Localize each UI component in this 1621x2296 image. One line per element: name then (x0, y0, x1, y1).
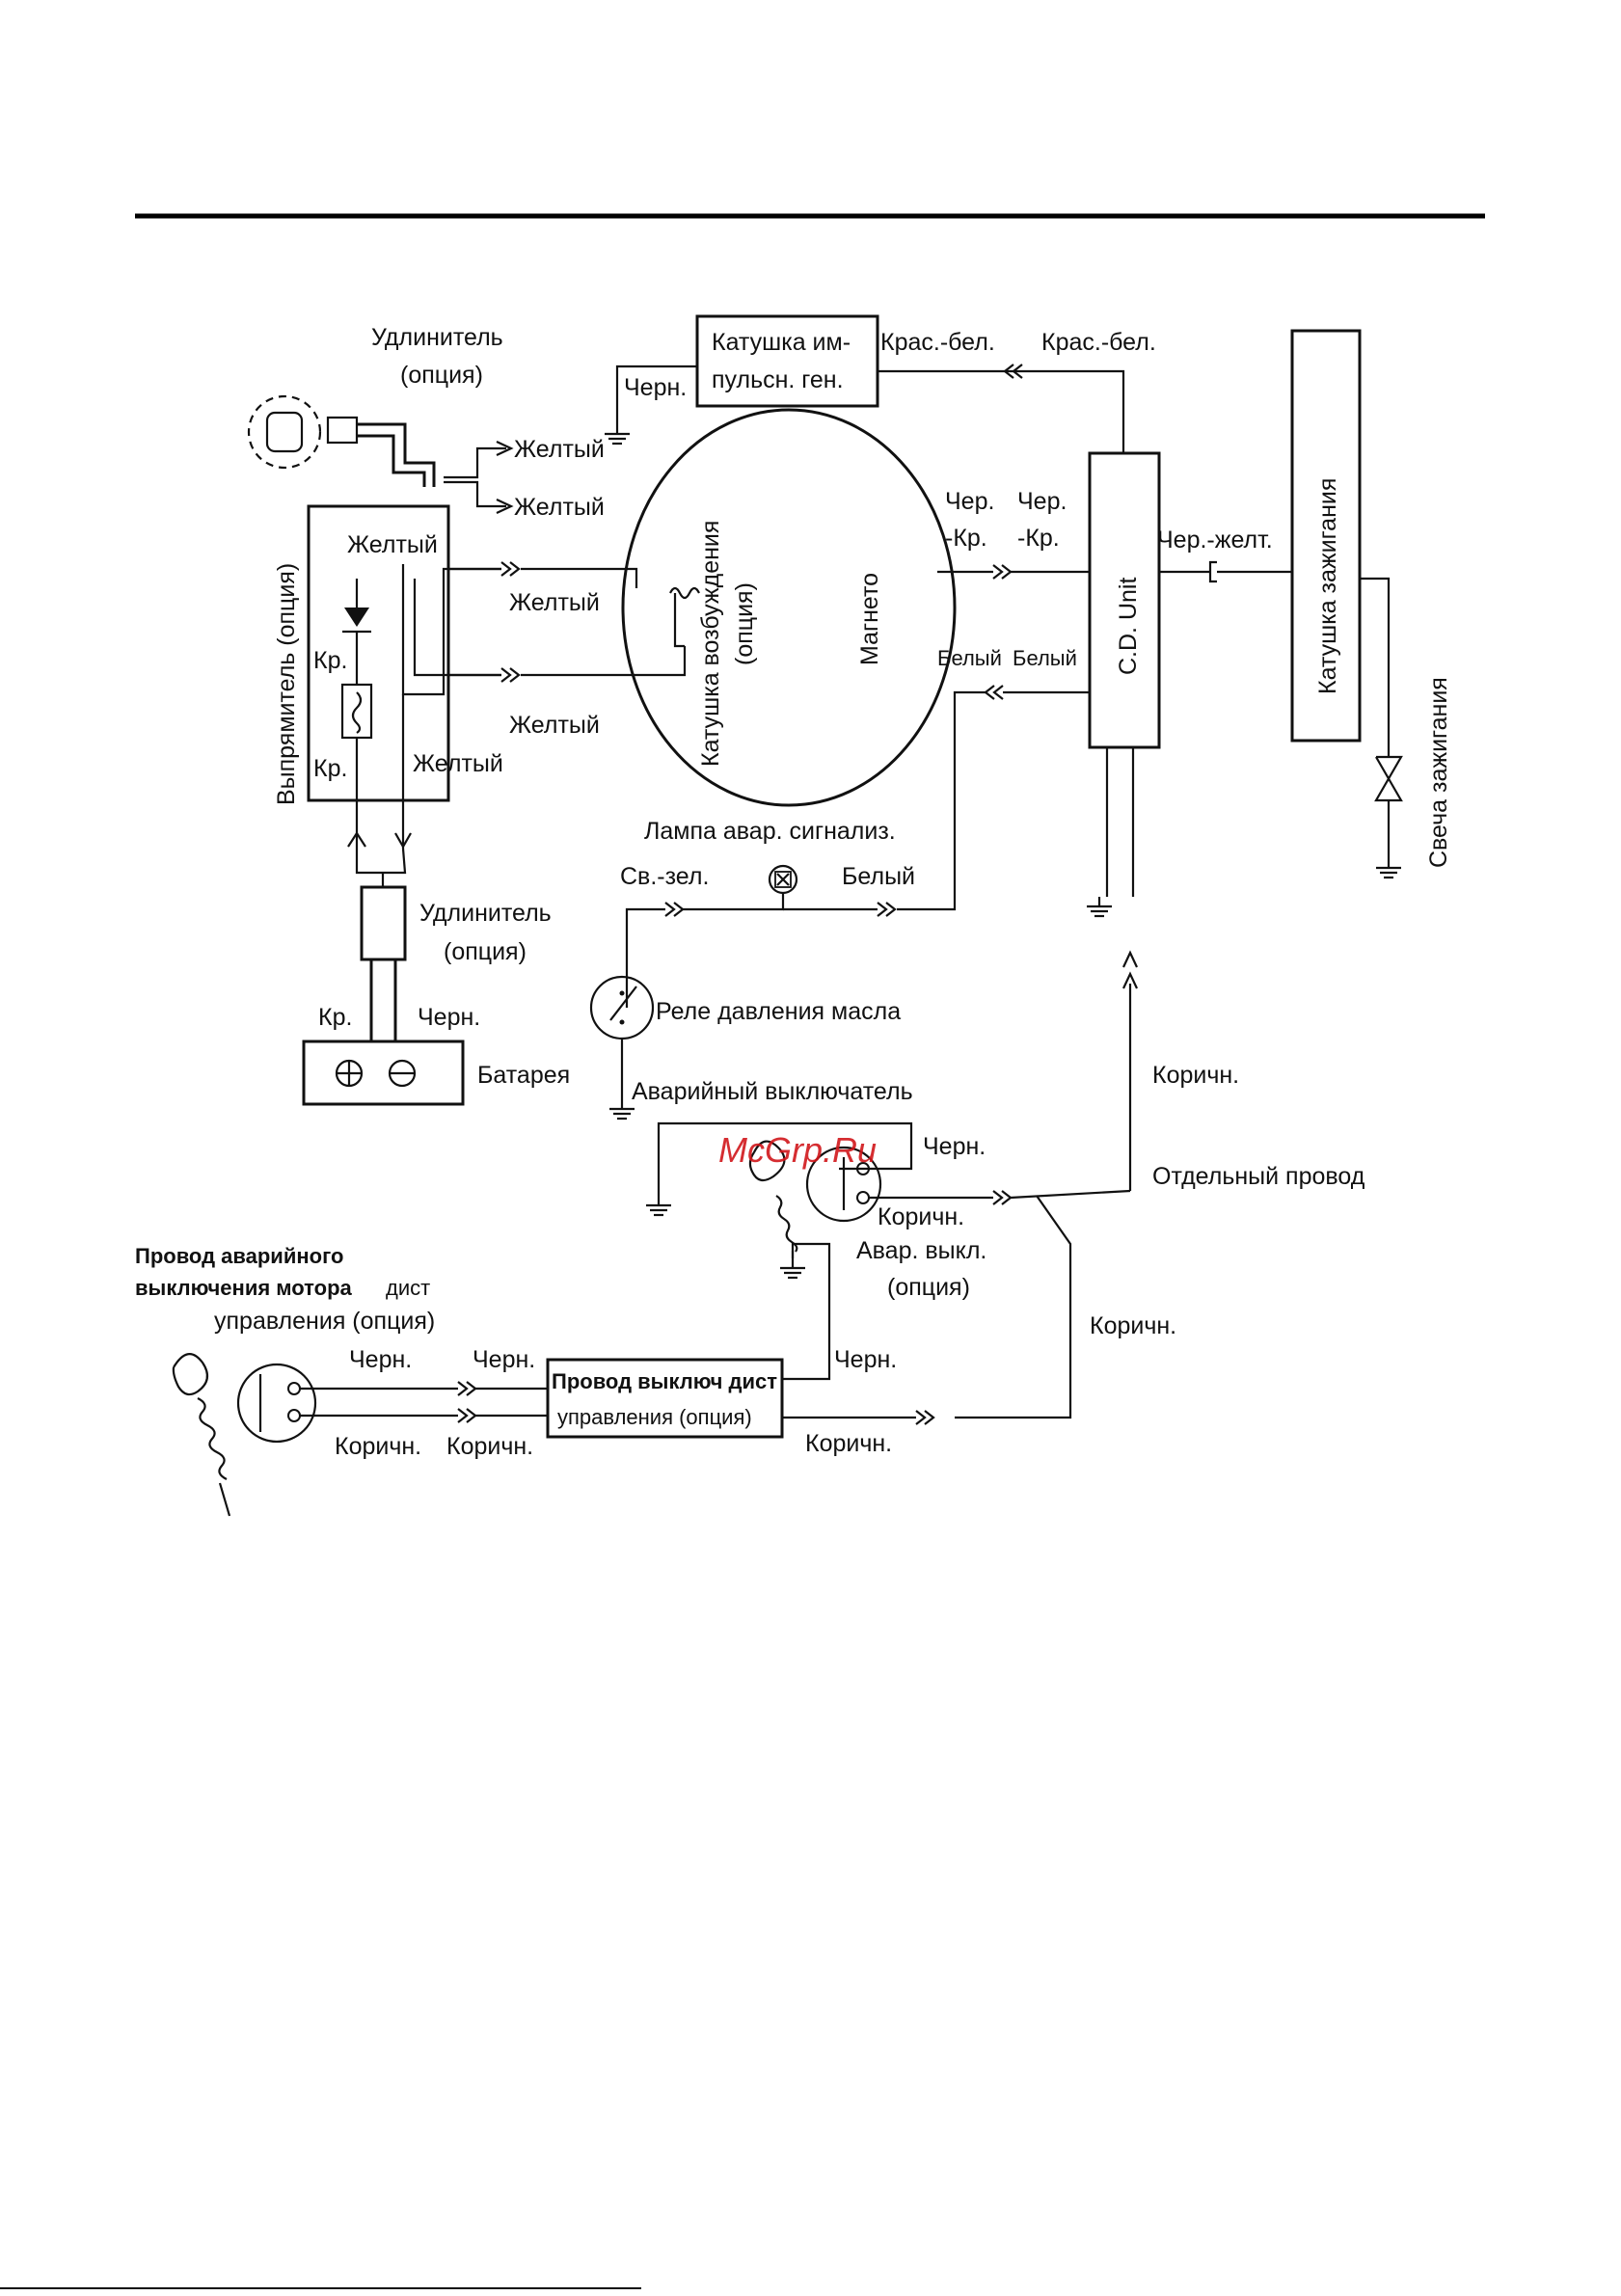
diode-icon (344, 608, 369, 627)
ignition-coil-box (1290, 329, 1362, 743)
remote-box-label-2: управления (опция) (557, 1405, 752, 1429)
sv-zel-label: Св.-зел. (620, 863, 709, 890)
kras-bel-label-1: Крас.-бел. (880, 329, 995, 356)
rectifier-label: Выпрямитель (опция) (273, 563, 300, 805)
pulse-ground-wire (615, 365, 697, 424)
chern-r3-label: Черн. (834, 1346, 897, 1373)
yellow-label-3: Желтый (347, 531, 438, 558)
kras-bel-label-2: Крас.-бел. (1041, 329, 1156, 356)
pulse-coil-label-1: Катушка им- (712, 329, 851, 356)
battery-label: Батарея (477, 1062, 570, 1089)
cher-zhelt-label: Чер.-желт. (1157, 527, 1273, 554)
ext-top-label: Удлинитель (371, 324, 503, 351)
yellow-label-5: Желтый (509, 712, 600, 739)
chern-r1-label: Черн. (349, 1346, 412, 1373)
magneto-label: Магнето (856, 573, 883, 665)
chern-pulse-label: Черн. (624, 374, 687, 401)
remote-box (546, 1358, 784, 1439)
brown-label-1: Коричн. (1152, 1062, 1239, 1089)
cd-unit-box (1088, 451, 1161, 749)
remote-box-label-1: Провод выключ дист (552, 1369, 777, 1393)
kr-label-3: Кр. (318, 1004, 352, 1031)
avar-vykl-opt: (опция) (887, 1274, 970, 1301)
brown-r1-label: Коричн. (335, 1433, 421, 1460)
remote-title-4: управления (опция) (214, 1308, 435, 1335)
ext-top-opt: (опция) (400, 362, 483, 389)
emergency-switch-icon (805, 1146, 882, 1223)
ext-mid-label: Удлинитель (419, 900, 552, 927)
lamp-label: Лампа авар. сигнализ. (644, 818, 896, 845)
plug-body (265, 411, 304, 453)
cher-kr-label-1b: -Кр. (945, 525, 987, 552)
kr-label-1: Кр. (313, 647, 347, 674)
white-label-1: Белый (937, 646, 1002, 670)
ext-mid-opt: (опция) (444, 938, 527, 965)
separate-wire-label: Отдельный провод (1152, 1163, 1365, 1190)
exc-coil-opt: (опция) (731, 582, 758, 665)
yellow-label-1: Желтый (514, 436, 605, 463)
brown-r2-label: Коричн. (446, 1433, 533, 1460)
remote-lanyard-clip-icon (172, 1353, 209, 1396)
cher-kr-label-2b: -Кр. (1017, 525, 1060, 552)
oil-relay-label: Реле давления масла (656, 998, 901, 1025)
oil-relay-icon (589, 975, 655, 1040)
ign-coil-label: Катушка зажигания (1314, 478, 1341, 694)
spark-plug-icon (1374, 755, 1403, 802)
cap-connector-icon (1208, 560, 1217, 583)
pulse-coil-label-2: пульсн. ген. (712, 366, 844, 393)
remote-title-3: дист (386, 1276, 430, 1300)
watermark: McGrp.Ru (718, 1130, 877, 1170)
brown-es-label: Коричн. (878, 1203, 964, 1230)
battery-minus-icon (388, 1059, 417, 1088)
plug-connector (326, 416, 359, 445)
chern-bat-label: Черн. (418, 1004, 480, 1031)
battery-plus-icon (335, 1059, 364, 1088)
emergency-switch-label: Аварийный выключатель (632, 1078, 913, 1105)
yellow-label-2: Желтый (514, 494, 605, 521)
avar-vykl-label: Авар. выкл. (856, 1237, 986, 1264)
chern-es-label: Черн. (923, 1133, 986, 1160)
ext-mid-box (360, 885, 407, 961)
magneto-ellipse (621, 408, 957, 807)
lanyard-clip-icon (748, 1140, 786, 1182)
remote-title-2: выключения мотора (135, 1276, 353, 1300)
remote-title-1: Провод аварийного (135, 1244, 343, 1268)
pulse-coil-box (695, 314, 879, 408)
exc-coil-label: Катушка возбуждения (697, 521, 724, 767)
kras-bel-wire (878, 369, 1125, 453)
white-label-2: Белый (1013, 646, 1077, 670)
chern-r2-label: Черн. (473, 1346, 535, 1373)
cher-kr-label-2a: Чер. (1017, 488, 1067, 515)
spark-plug-label: Свеча зажигания (1425, 677, 1452, 868)
cd-unit-label: C.D. Unit (1115, 578, 1142, 675)
yellow-label-4: Желтый (509, 589, 600, 616)
yellow-label-6: Желтый (413, 750, 503, 777)
plug-dashed-circle (247, 394, 322, 470)
remote-switch-icon (236, 1363, 317, 1444)
kr-label-2: Кр. (313, 755, 347, 782)
white-label-3: Белый (842, 863, 915, 890)
cher-kr-label-1a: Чер. (945, 488, 994, 515)
battery-box (302, 1040, 465, 1106)
brown-label-2: Коричн. (1090, 1312, 1176, 1339)
brown-r3-label: Коричн. (805, 1430, 892, 1457)
rectifier-box (307, 504, 450, 802)
